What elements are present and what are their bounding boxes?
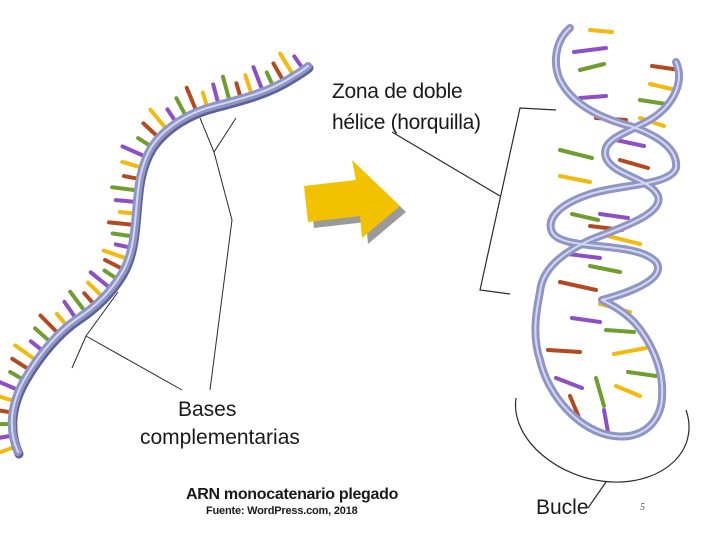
base-rung <box>594 376 606 408</box>
base-rung <box>588 264 622 274</box>
figure-caption: ARN monocatenario plegado <box>186 486 399 503</box>
base-rung <box>618 158 650 170</box>
base-tick <box>148 107 170 132</box>
base-tick <box>68 289 88 315</box>
base-rung <box>570 212 600 222</box>
base-tick <box>184 85 199 114</box>
base-rung <box>558 174 592 184</box>
base-rung <box>648 82 678 92</box>
figure-source: Fuente: WordPress.com, 2018 <box>206 505 358 517</box>
base-rung <box>612 346 648 356</box>
base-rung <box>638 98 668 106</box>
base-rung <box>606 234 642 246</box>
page-number: 5 <box>640 502 645 513</box>
double-helix-bracket <box>391 107 557 295</box>
base-rung <box>578 62 606 72</box>
base-rung <box>572 46 608 54</box>
single-strand-bases <box>0 51 306 454</box>
base-rung <box>566 252 602 260</box>
base-rung <box>546 348 582 354</box>
single-strand-backbone <box>7 62 314 459</box>
hairpin-backbone <box>531 24 684 441</box>
base-rung <box>598 212 630 220</box>
base-rung <box>558 148 594 160</box>
base-rung <box>614 384 642 398</box>
base-rung <box>602 408 610 434</box>
transition-arrow-icon <box>304 160 406 244</box>
base-tick <box>120 144 149 159</box>
base-tick <box>0 379 21 393</box>
base-tick <box>251 65 265 94</box>
base-tick <box>13 343 39 363</box>
base-rung <box>558 280 598 292</box>
complementary-bases-label: Bases <box>178 398 237 421</box>
base-rung <box>554 376 584 390</box>
loop-label: Bucle <box>536 496 589 519</box>
complementary-bases-label-line2: complementarias <box>140 426 300 449</box>
base-rung <box>626 370 658 378</box>
base-rung <box>578 94 608 100</box>
base-rung <box>588 28 614 34</box>
double-helix-label: Zona de doble <box>332 80 463 103</box>
base-rung <box>604 328 636 334</box>
double-helix-label-line2: hélice (horquilla) <box>332 111 481 134</box>
base-tick <box>38 313 61 337</box>
base-tick <box>110 185 140 193</box>
base-tick <box>88 270 113 291</box>
loop-arc <box>514 397 690 509</box>
base-tick <box>278 51 296 78</box>
base-rung <box>614 138 646 148</box>
base-rung <box>570 316 602 324</box>
bases-pointer-lines <box>71 117 237 391</box>
base-tick <box>220 74 232 104</box>
base-tick <box>101 248 131 261</box>
base-tick <box>106 220 137 227</box>
